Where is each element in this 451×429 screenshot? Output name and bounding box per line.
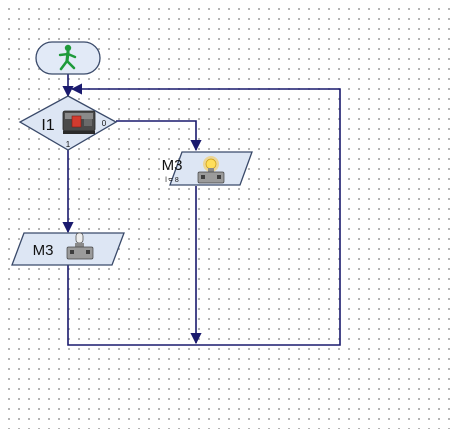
output-right-sublabel: l = 8 [165, 177, 179, 184]
branch-true-port-label: 1 [66, 140, 71, 149]
push-button-sensor-icon [62, 110, 96, 134]
output-left-label: M3 [33, 242, 54, 259]
branch-input-label: I1 [41, 117, 54, 134]
lamp-on-icon [197, 156, 225, 184]
wire-loop-back-to-branch[interactable] [70, 83, 341, 346]
branch-block[interactable]: I1 0 1 [18, 95, 118, 151]
lamp-off-icon [66, 232, 94, 260]
motor-output-block-right[interactable]: M3 l = 8 [162, 151, 253, 186]
wire-branch-false-to-right-output[interactable] [116, 120, 202, 152]
wire-left-output-to-merge[interactable] [67, 265, 196, 346]
walking-person-icon [58, 44, 77, 71]
output-right-label: M3 [162, 157, 183, 174]
branch-false-port-label: 0 [102, 119, 107, 128]
wires [62, 74, 341, 346]
motor-output-block-left[interactable]: M3 [11, 232, 125, 266]
start-block[interactable] [35, 41, 101, 75]
